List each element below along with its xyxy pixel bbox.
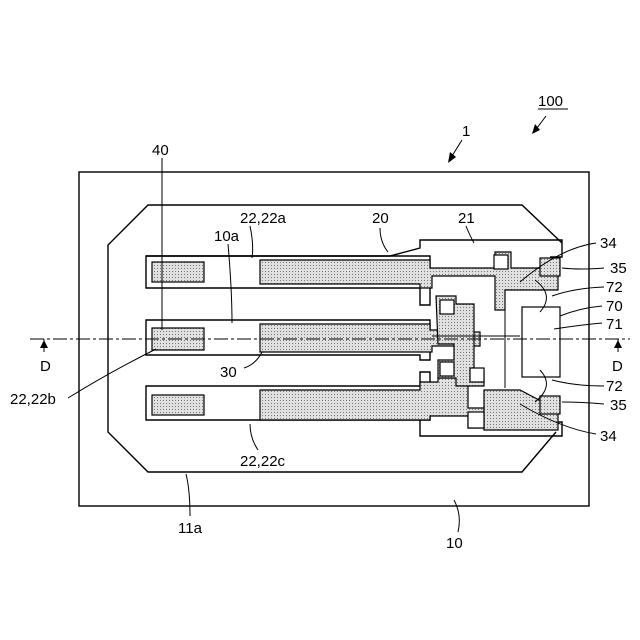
via-box-4 [494,255,508,269]
ref-1: 1 [462,123,470,140]
ref-71: 71 [606,316,623,333]
leader-10 [454,500,459,532]
section-arrowhead-left [40,340,48,348]
ref-d-right: D [612,358,623,375]
leader-71 [554,323,602,329]
ref-34-bottom: 34 [600,428,617,445]
ref-22-22b: 22,22b [10,391,56,408]
ref-35-bottom: 35 [610,397,627,414]
pad-40-bottom [152,395,204,415]
component-70 [522,307,560,377]
leader-11a [186,474,190,516]
via-box-1 [440,300,454,314]
ref-72-top: 72 [606,279,623,296]
leader-72-bottom [552,380,604,386]
ref-11a: 11a [178,520,203,537]
ref-30: 30 [220,364,237,381]
ref-70: 70 [606,298,623,315]
leader-22c [250,424,258,450]
leader-1-head [448,152,456,163]
leader-22b [68,349,156,398]
leader-35-bottom [562,402,604,404]
ref-d-left: D [40,358,51,375]
leader-72-top [552,287,604,296]
leader-22a [250,226,253,258]
ref-72-bottom: 72 [606,378,623,395]
ref-22-22c: 22,22c [240,453,286,470]
section-arrowhead-right [614,340,622,348]
pad-35-bottom [540,396,560,414]
leader-100 [537,116,546,128]
ref-20: 20 [372,210,389,227]
ref-35-top: 35 [610,260,627,277]
via-box-5 [468,412,484,428]
ref-22-22a: 22,22a [240,210,287,227]
leader-1 [452,140,462,156]
ref-21: 21 [458,210,475,227]
leader-70 [560,306,602,316]
ref-100: 100 [538,93,563,110]
ref-34-top: 34 [600,235,617,252]
leader-35-top [562,268,604,269]
ref-10a: 10a [214,228,240,245]
ref-40: 40 [152,142,169,159]
via-box-3 [470,368,484,382]
finger-top [260,252,558,310]
pad-40-top [152,262,204,282]
leader-20 [380,228,388,252]
ref-10: 10 [446,535,463,552]
via-box-2 [440,362,454,376]
